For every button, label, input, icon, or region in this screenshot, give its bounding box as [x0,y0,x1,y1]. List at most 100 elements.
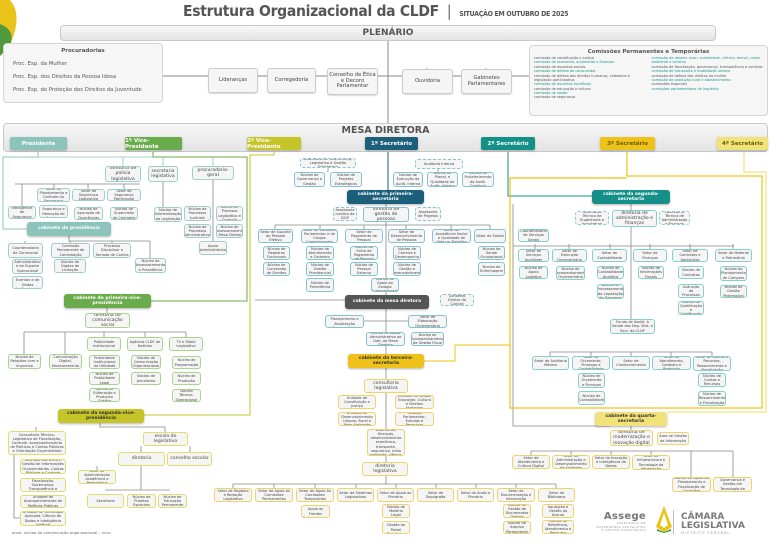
org-unit-spao[interactable]: Setor de Planejamento e Atualização Orça… [325,315,364,328]
org-unit-ccer[interactable]: Coordenadoria de Cerimonial [8,243,43,258]
org-unit-nenf[interactable]: Núcleo de Enfermagem [478,262,505,276]
org-unit-spcs[interactable]: Setor de Planejamento e Controle da Segu… [37,188,70,202]
org-unit-escola[interactable]: escola do legislativo [143,432,188,446]
org-unit-nac[interactable]: Núcleo de Atendimento e Cadastro [306,246,334,260]
org-unit-ncont[interactable]: Núcleo de Contabilidade [578,391,605,405]
org-unit-apadm[interactable]: Apoio Administrativo [199,241,227,255]
comissao-item[interactable]: comissão de defesa dos direitos da mulhe… [651,73,727,78]
org-unit-nso[interactable]: Núcleo de Saúde Ocupacional [478,246,505,260]
cabinet-cabs3[interactable]: cabinete da terceira-secretaria [348,354,424,368]
org-unit-procg[interactable]: procuradoria-geral [192,166,234,180]
org-unit-npj[interactable]: Núcleo de Processos Judiciais [184,206,211,221]
comissao-item[interactable]: comissão de segurança [534,95,576,100]
org-unit-usec[interactable]: Unidade de Saúde, Educação, Cultura e Di… [395,395,434,409]
org-unit-sdi[interactable]: Setor de Documentação e Informação [497,488,535,502]
org-unit-sact[interactable]: Setor de Apoio às Comissões Temporárias [296,488,334,502]
org-unit-nto[interactable]: Núcleo Técnico-Operacional [172,389,201,402]
org-unit-nprod[interactable]: Núcleo de Produção [172,372,201,385]
comissao-item[interactable]: comissão de transporte e mobilidade urba… [651,69,731,74]
org-unit-nrap[interactable]: Núcleo de Referência, Atendimento e Pesq… [542,520,574,534]
org-unit-npqai[interactable]: Núcleo de Planej. e Qualidade da Audit. … [427,172,458,187]
org-unit-sbib[interactable]: Setor de Biblioteca [538,488,575,502]
org-unit-nri[interactable]: Núcleo de Relações com a Imprensa [8,354,41,369]
org-unit-nfpp[interactable]: Núcleo de Folha de Pagamento de Pessoal [350,246,378,260]
org-unit-npei[interactable]: Núcleo de Pessoal Externo [350,262,378,276]
org-unit-ueof[interactable]: unidade de economia, orçamento, finanças… [367,429,405,456]
role-2-secret-rio[interactable]: 2º Secretário [481,137,535,150]
org-unit-napfc[interactable]: Núcleo de Apoio ao Planejamento e Fiscal… [672,477,711,492]
org-unit-sspe[interactable]: Setor de Suporte ao Pessoal Efetivo [258,229,293,243]
org-unit-sads[interactable]: Setor de Administração e Desenvolvimento… [552,455,590,469]
org-unit-naes[interactable]: Núcleo de Apoio ao Estágio Supervisionad… [371,278,399,292]
org-unit-srrl[interactable]: Setor de Registro e Redação Legislativa [214,488,252,502]
org-unit-nepg[interactable]: Núcleo de Editoração e Produção Gráfica [89,388,120,402]
org-unit-daf[interactable]: diretoria de administração e finanças [612,210,657,227]
org-unit-cdc[interactable]: Conselho Diretor da Cultura [440,294,474,306]
org-unit-naga[interactable]: Núcleo de Aquisição e Gestão do Acervo B… [542,504,574,518]
org-unit-seo[interactable]: Setor de Elaboração Orçamentária [408,315,447,328]
org-unit-tvr[interactable]: TV e Rádio Legislativa [169,337,203,351]
org-unit-ssl[interactable]: Setor de Segurança Legislativa [72,189,105,201]
comissao-item[interactable]: comissões parlamentares de inquérito [651,86,719,91]
comissao-item[interactable]: comissão de fiscalização, governança, tr… [651,64,763,69]
org-unit-sacd[interactable]: Setor de Atendimento e Cultura Digital [512,455,550,469]
org-unit-ncd[interactable]: Núcleo de Concessão de Direitos [263,262,290,276]
org-unit-ajdgp[interactable]: Assessoria Jurídica da DGP [333,207,357,221]
role-presidente[interactable]: Presidente [10,137,67,150]
org-unit-ngpr[interactable]: Núcleo de Gestão Previdencial [306,262,334,276]
comissao-item[interactable]: comissões especiais [651,82,688,87]
org-unit-ngg[interactable]: Núcleo de Governança e Gestão [294,172,325,187]
org-unit-nal[interactable]: Núcleo de Apoio Logístico [519,266,548,279]
org-unit-diretoria[interactable]: diretoria [118,452,165,466]
org-unit-ataf[interactable]: Assessoria Técnica de Administração e Fi… [659,211,690,225]
org-unit-sapl[interactable]: Setor de Apoio ao Plenário [377,488,414,502]
org-unit-scpc[interactable]: Setor de Cadastro Parlamentar e de Cargo… [301,229,338,243]
org-unit-ctl[interactable]: Consultoria Técnico-Legislativa de Fisca… [8,431,66,455]
org-unit-urpe[interactable]: Unidade de Relação Parlamentar, Estudos … [395,412,434,426]
org-unit-nol[interactable]: Núcleo de Órgãos de Licitação [54,259,86,273]
comissao-item[interactable]: comissão de defesa do consumidor [534,69,596,74]
org-unit-npe[interactable]: Núcleo de Projetos Especiais [127,494,156,508]
org-unit-udur[interactable]: Unidade de Desenvolvimento Urbano, Rural… [338,412,376,426]
org-unit-nipc[interactable]: Núcleo de Instrução de Processos de Comp… [678,284,704,298]
org-unit-ncontr[interactable]: Núcleo de Contratos [678,266,704,279]
comissao-item[interactable]: comissão de assuntos fundiários [534,82,592,87]
org-unit-sasq[interactable]: Setor de Assistência Social e Qualidade … [432,229,471,243]
cabinet-cabv2[interactable]: cabinete da segunda-vice-presidência [58,409,144,423]
ouvidoria-box[interactable]: Ouvidoria [402,69,453,94]
org-unit-nfo[interactable]: Núcleo de Apuração de Ocorrências [74,207,103,220]
org-unit-dcs[interactable]: diretoria de comunicação social [85,313,130,328]
org-unit-agle[interactable]: Assessoria de Governança, Legislativo e … [300,158,356,168]
org-unit-pinst[interactable]: Publicidade Institucional [87,337,121,351]
org-unit-njor[interactable]: Núcleo de Jornalismo [131,372,161,385]
org-unit-ssl2[interactable]: Setor de Sistemas Legislativos [337,488,374,502]
comissao-item[interactable]: comissão de economia, orçamento e finanç… [534,60,615,65]
org-unit-npl[interactable]: Núcleo de Publicidade Legal [89,372,120,385]
org-unit-nisp[interactable]: Núcleo de Inteligência de Segurança Poli… [8,206,36,219]
role-1-vice-presidente[interactable]: 1º Vice-Presidente [125,137,182,150]
org-unit-smp[interactable]: Setor de Material e Patrimônio [715,249,752,262]
org-unit-nagf[interactable]: Núcleo de Acompanhamento da Gestão Fisca… [411,332,444,346]
org-unit-nplc2[interactable]: Núcleo de Planejamento de Compras [720,266,747,281]
org-unit-uapp[interactable]: Unidade de Acompanhamento de Políticas P… [20,495,66,508]
cabinet-cabs4[interactable]: cabinete da quarta-secretaria [595,412,667,426]
procuradoria-item[interactable]: Proc. Esp. dos Direitos da Pessoa Idosa [13,74,117,80]
cabinet-cabs1[interactable]: cabinete da primeira-secretaria [347,190,424,204]
org-unit-npiup[interactable]: Núcleo de Publicidade Institucional de U… [89,355,120,369]
cabinet-cabpres[interactable]: cabinete da presidência [27,222,111,236]
org-unit-nrf[interactable]: Núcleo de Registros Funcionais [263,246,290,260]
org-unit-nqc[interactable]: Núcleo de Qualificação e Certificação [678,301,704,315]
cabinet-cabmesa[interactable]: cabinete da mesa diretora [345,295,429,309]
org-unit-uagi[interactable]: Unidade de Acompanhamento e Gestão de In… [20,459,66,474]
org-unit-sacp2[interactable]: Setor de Atendimento, Cadastro e Protoco… [652,356,691,370]
org-unit-dpl[interactable]: diretoria de polícia legislativa [105,166,141,182]
org-unit-ncdmp[interactable]: Núcleo de Comunicação Digital, Monitoram… [49,354,82,369]
org-unit-ngc[interactable]: Núcleo de Gestão e Desenvolvimento [393,262,421,276]
role-4-secret-rio[interactable]: 4º Secretário [717,137,768,150]
org-unit-nif[interactable]: Núcleo de Informações Fiscais [638,266,664,279]
comissao-item[interactable]: comissão de defesa dos direitos humanos,… [534,73,630,82]
org-unit-nco[interactable]: Núcleo de Comunicação Organizacional [131,355,161,369]
org-unit-saap[interactable]: Setor de Administração Acadêmica e Pedag… [78,470,116,484]
org-unit-dgp[interactable]: diretoria de gestão de pessoas [363,207,409,222]
org-unit-ngpe[interactable]: Núcleo de Gestão do Painel Eletrônico [382,521,410,534]
